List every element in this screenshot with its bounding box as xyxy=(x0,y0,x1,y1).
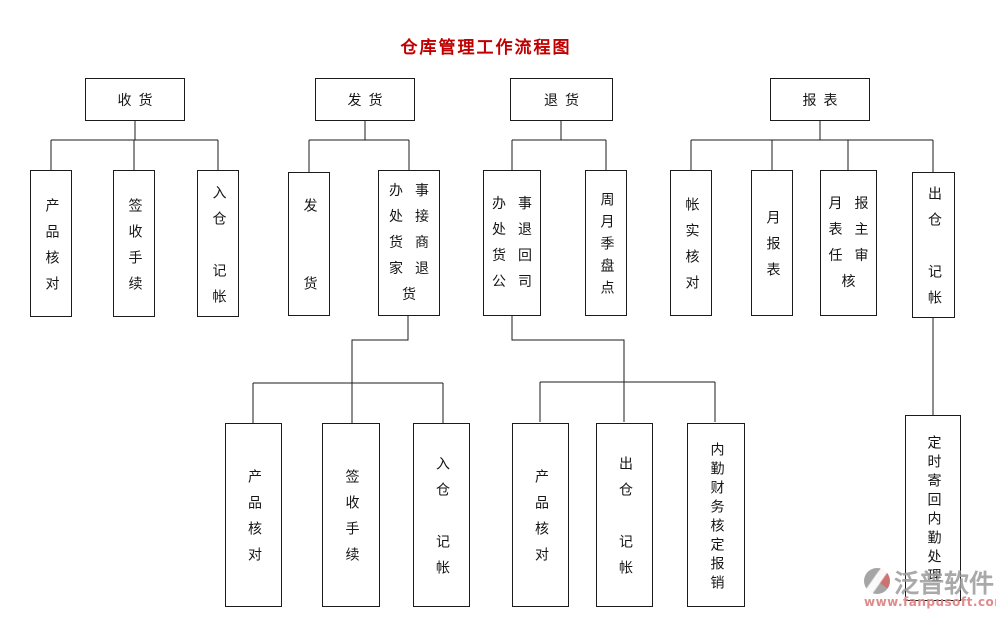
node-label: 发 货 xyxy=(301,198,318,302)
flow-node-warehouse-in-bookkeeping: 入仓 记帐 xyxy=(197,170,239,317)
node-label: 办事 处接 货商 家退 货 xyxy=(389,183,441,303)
flow-node-warehouse-out-bookkeeping: 出仓 记帐 xyxy=(912,172,955,318)
page-title: 仓库管理工作流程图 xyxy=(400,38,572,58)
node-label: 定时寄回内勤处理 xyxy=(925,434,942,587)
flow-node-account-reality-check: 帐实核对 xyxy=(670,170,712,316)
node-label: 内勤财务核定报销 xyxy=(708,441,725,594)
flow-node-scheduled-mailback-processing: 定时寄回内勤处理 xyxy=(905,415,961,601)
flow-node-office-return-to-company: 办事 处退 货回 公司 xyxy=(483,170,541,316)
flow-node-product-check: 产品核对 xyxy=(30,170,72,317)
node-label: 签收手续 xyxy=(343,469,360,573)
flow-node-shipping: 发货 xyxy=(315,78,415,121)
flow-node-returns: 退货 xyxy=(510,78,613,121)
node-label: 出仓 记帐 xyxy=(617,456,633,586)
node-label: 退货 xyxy=(544,92,586,109)
node-label: 出仓 记帐 xyxy=(926,186,942,316)
watermark-url: www.fanpusoft.com xyxy=(864,595,996,609)
node-label: 月报表 xyxy=(764,210,781,288)
flow-node-office-pickup-merchant-return: 办事 处接 货商 家退 货 xyxy=(378,170,440,316)
flow-node-backoffice-finance-reimburse: 内勤财务核定报销 xyxy=(687,423,745,607)
flow-node-monthly-report: 月报表 xyxy=(751,170,793,316)
flow-node-product-check-2: 产品核对 xyxy=(225,423,282,607)
node-label: 产品核对 xyxy=(246,469,262,573)
node-label: 帐实核对 xyxy=(683,197,700,301)
flow-node-warehouse-out-bookkeeping-2: 出仓 记帐 xyxy=(596,423,653,607)
node-label: 入仓 记帐 xyxy=(434,456,450,586)
flow-node-product-check-3: 产品核对 xyxy=(512,423,569,607)
watermark-brand: 泛普软件 xyxy=(894,569,995,598)
flow-node-sign-receipt: 签收手续 xyxy=(113,170,155,317)
flow-node-receiving: 收货 xyxy=(85,78,185,121)
node-label: 发货 xyxy=(347,92,390,109)
node-label: 办事 处退 货回 公司 xyxy=(492,196,544,290)
node-label: 产品核对 xyxy=(43,197,60,302)
node-label: 入仓 记帐 xyxy=(210,184,227,315)
watermark: 泛普软件 www.fanpusoft.com xyxy=(856,564,996,616)
node-label: 月报 表主 任审 核 xyxy=(828,196,881,290)
node-label: 周月季盘点 xyxy=(598,192,615,302)
flow-node-monthly-report-director-review: 月报 表主 任审 核 xyxy=(820,170,877,316)
flow-node-sign-receipt-2: 签收手续 xyxy=(322,423,380,607)
flow-node-ship-goods: 发 货 xyxy=(288,172,330,316)
node-label: 产品核对 xyxy=(533,469,549,573)
node-label: 报表 xyxy=(802,92,845,109)
flow-node-periodic-stocktake: 周月季盘点 xyxy=(585,170,627,316)
node-label: 收货 xyxy=(117,92,160,109)
node-label: 签收手续 xyxy=(126,197,143,302)
fanpu-logo-icon xyxy=(864,568,890,594)
flow-node-warehouse-in-bookkeeping-2: 入仓 记帐 xyxy=(413,423,470,607)
flow-node-reports: 报表 xyxy=(770,78,870,121)
